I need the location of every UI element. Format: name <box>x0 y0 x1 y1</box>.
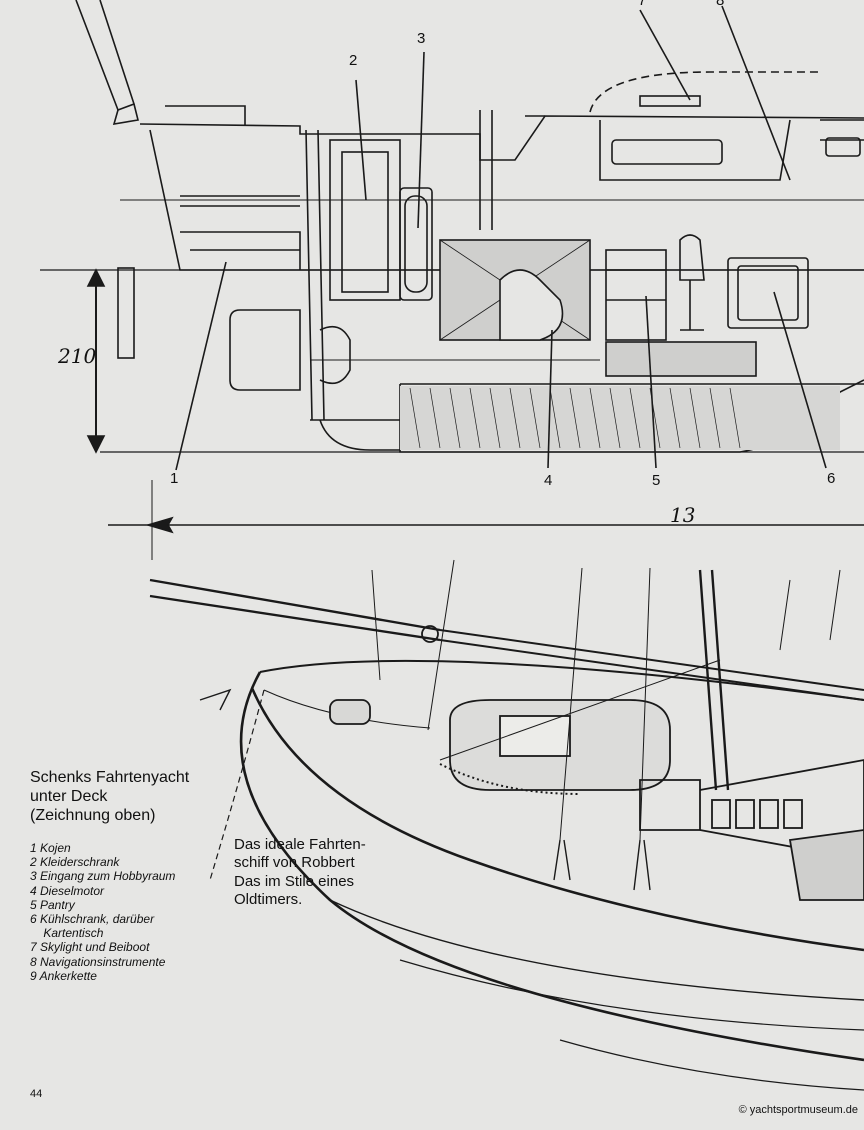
legend-item: 7 Skylight und Beiboot <box>30 940 150 955</box>
caption-title-line: (Zeichnung oben) <box>30 807 156 824</box>
legend-item: 2 Kleiderschrank <box>30 855 120 870</box>
callout-7: 7 <box>638 0 647 9</box>
callout-2: 2 <box>349 52 358 69</box>
callout-6: 6 <box>827 470 836 487</box>
subcaption-line: Oldtimers. <box>234 891 303 909</box>
legend-list: 1 Kojen 2 Kleiderschrank 3 Eingang zum H… <box>30 841 175 983</box>
subcaption-line: schiff von Robbert <box>234 854 355 872</box>
subcaption-line: Das im Stile eines <box>234 872 355 890</box>
callout-8: 8 <box>716 0 725 9</box>
height-dimension-label: 210 <box>58 344 97 368</box>
legend-item: 4 Dieselmotor <box>30 883 105 898</box>
watermark-credit: © yachtsportmuseum.de <box>738 1104 858 1116</box>
legend-item: Kartentisch <box>30 926 104 941</box>
legend-item: 8 Navigationsinstrumente <box>30 954 166 969</box>
page-number: 44 <box>30 1088 43 1100</box>
length-dimension-label: 13 <box>670 503 696 527</box>
legend-item: 9 Ankerkette <box>30 968 97 983</box>
callout-5: 5 <box>652 472 661 489</box>
callout-3: 3 <box>417 30 426 47</box>
subcaption: Das ideale Fahrten- schiff von Robbert D… <box>234 836 404 910</box>
legend-item: 5 Pantry <box>30 897 75 912</box>
subcaption-line: Das ideale Fahrten- <box>234 836 366 853</box>
caption-title-line: Schenks Fahrtenyacht <box>30 769 190 786</box>
caption-title: Schenks Fahrtenyacht unter Deck (Zeichnu… <box>30 768 230 825</box>
legend-item: 6 Kühlschrank, darüber <box>30 912 155 927</box>
caption-title-line: unter Deck <box>30 788 108 805</box>
interior-section-drawing <box>40 0 864 560</box>
callout-4: 4 <box>544 472 553 489</box>
callout-1: 1 <box>170 470 179 487</box>
legend-item: 1 Kojen <box>30 841 71 855</box>
legend-item: 3 Eingang zum Hobbyraum <box>30 869 176 884</box>
